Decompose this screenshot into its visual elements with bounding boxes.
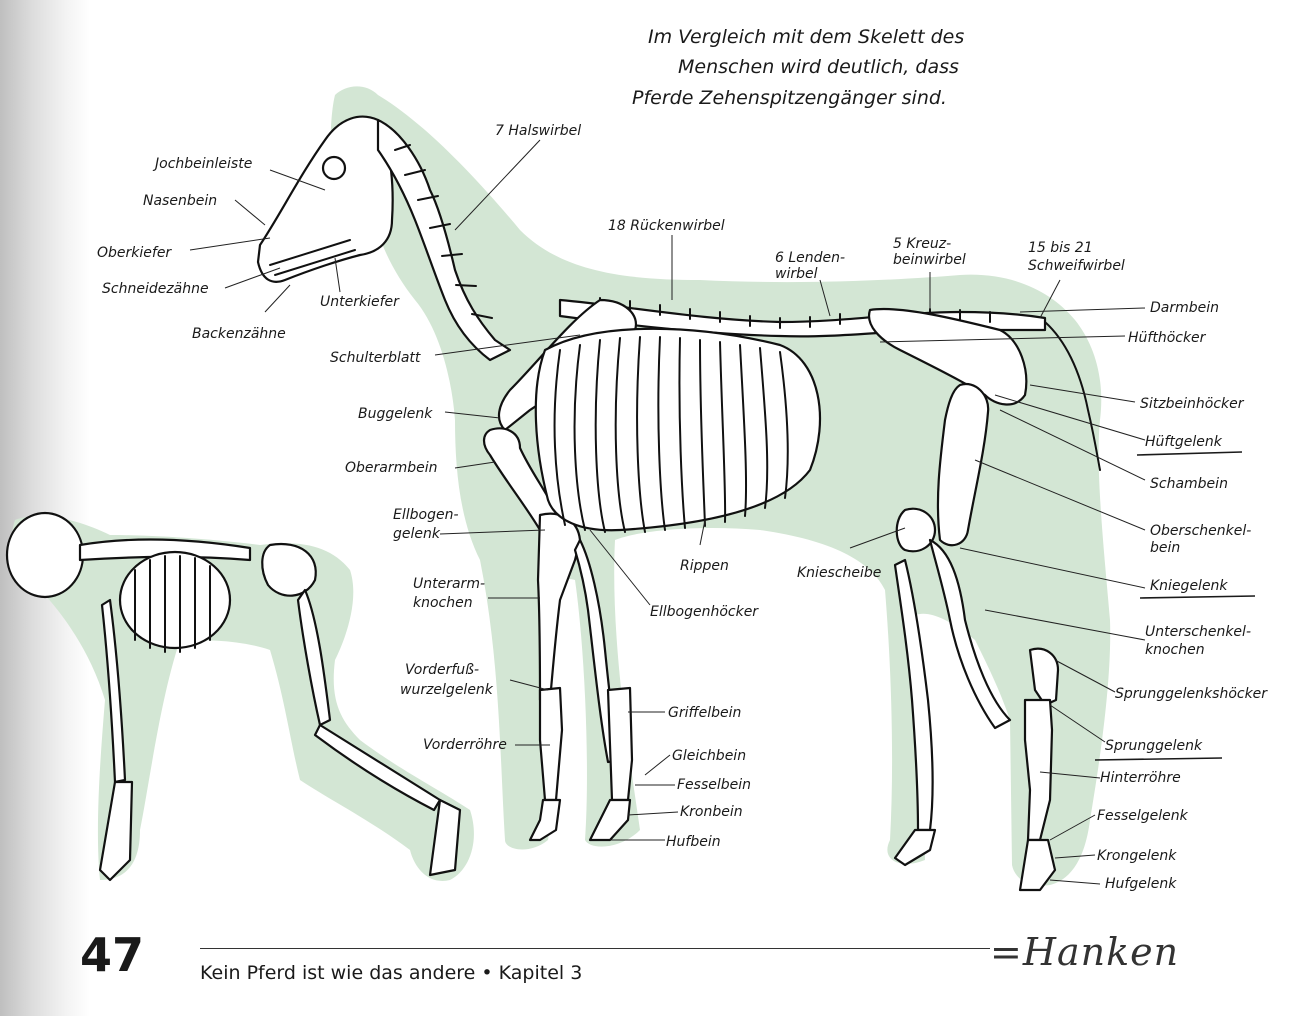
horse-skull xyxy=(258,117,393,282)
label-vorderfusswurzelgelenk-1: Vorderfuß- xyxy=(405,662,479,678)
underline-sprunggelenk xyxy=(1095,758,1222,760)
label-ellbogengelenk-1: Ellbogen- xyxy=(393,507,459,523)
label-oberschenkelbein-2: bein xyxy=(1150,540,1180,556)
label-sprunggelenk: Sprunggelenk xyxy=(1105,738,1203,754)
label-griffelbein: Griffelbein xyxy=(668,705,741,721)
label-nasenbein: Nasenbein xyxy=(143,193,217,209)
label-sitzbeinhoecker: Sitzbeinhöcker xyxy=(1140,396,1245,412)
caption-line-1: Im Vergleich mit dem Skelett des xyxy=(648,26,964,48)
label-vorderfusswurzelgelenk-2: wurzelgelenk xyxy=(400,682,494,698)
label-hufgelenk: Hufgelenk xyxy=(1105,876,1177,892)
underline-kniegelenk xyxy=(1140,596,1255,598)
label-schweifwirbel-1: 15 bis 21 xyxy=(1028,240,1093,256)
label-unterarmknochen-1: Unterarm- xyxy=(413,576,485,592)
label-sprunggelenkshoecker: Sprunggelenkshöcker xyxy=(1115,686,1268,702)
label-krongelenk: Krongelenk xyxy=(1097,848,1177,864)
label-hinterroehre: Hinterröhre xyxy=(1100,770,1181,786)
label-schulterblatt: Schulterblatt xyxy=(330,350,421,366)
label-oberkiefer: Oberkiefer xyxy=(97,245,172,261)
label-fesselgelenk: Fesselgelenk xyxy=(1097,808,1189,824)
label-schweifwirbel-2: Schweifwirbel xyxy=(1028,258,1125,274)
label-unterkiefer: Unterkiefer xyxy=(320,294,400,310)
label-darmbein: Darmbein xyxy=(1150,300,1219,316)
caption-line-3: Pferde Zehenspitzengänger sind. xyxy=(632,87,947,109)
label-ellbogengelenk-2: gelenk xyxy=(393,526,441,542)
handwritten-signature: =Hanken xyxy=(990,930,1179,974)
label-rippen: Rippen xyxy=(680,558,729,574)
label-jochbeinleiste: Jochbeinleiste xyxy=(152,156,252,172)
underline-hueftgelenk xyxy=(1137,452,1242,455)
label-rueckenwirbel: 18 Rückenwirbel xyxy=(608,218,725,234)
label-unterschenkelknochen-1: Unterschenkel- xyxy=(1145,624,1251,640)
label-kniescheibe: Kniescheibe xyxy=(797,565,881,581)
label-kniegelenk: Kniegelenk xyxy=(1150,578,1228,594)
label-backenzaehne: Backenzähne xyxy=(192,326,286,342)
label-unterarmknochen-2: knochen xyxy=(413,595,473,611)
horse-skeleton-diagram: Im Vergleich mit dem Skelett des Mensche… xyxy=(0,0,1294,920)
label-gleichbein: Gleichbein xyxy=(672,748,746,764)
label-lendenwirbel-2: wirbel xyxy=(775,266,818,282)
label-schambein: Schambein xyxy=(1150,476,1228,492)
label-hufbein: Hufbein xyxy=(666,834,721,850)
label-kronbein: Kronbein xyxy=(680,804,743,820)
label-kreuzbeinwirbel-2: beinwirbel xyxy=(893,252,966,268)
label-schneidezaehne: Schneidezähne xyxy=(102,281,209,297)
footer-rule xyxy=(200,948,990,949)
label-ellbogenhoecker: Ellbogenhöcker xyxy=(650,604,759,620)
page-number: 47 xyxy=(80,928,144,982)
label-hueftoecker: Hüfthöcker xyxy=(1128,330,1207,346)
running-title: Kein Pferd ist wie das andere • Kapitel … xyxy=(200,962,582,984)
label-oberarmbein: Oberarmbein xyxy=(345,460,438,476)
label-unterschenkelknochen-2: knochen xyxy=(1145,642,1205,658)
label-kreuzbeinwirbel-1: 5 Kreuz- xyxy=(893,236,951,252)
label-vorderroehre: Vorderröhre xyxy=(423,737,507,753)
label-lendenwirbel-1: 6 Lenden- xyxy=(775,250,845,266)
label-oberschenkelbein-1: Oberschenkel- xyxy=(1150,523,1251,539)
caption-line-2: Menschen wird deutlich, dass xyxy=(678,56,959,78)
label-halswirbel: 7 Halswirbel xyxy=(495,123,581,139)
label-hueftgelenk: Hüftgelenk xyxy=(1145,434,1223,450)
label-buggelenk: Buggelenk xyxy=(358,406,433,422)
label-fesselbein: Fesselbein xyxy=(677,777,751,793)
